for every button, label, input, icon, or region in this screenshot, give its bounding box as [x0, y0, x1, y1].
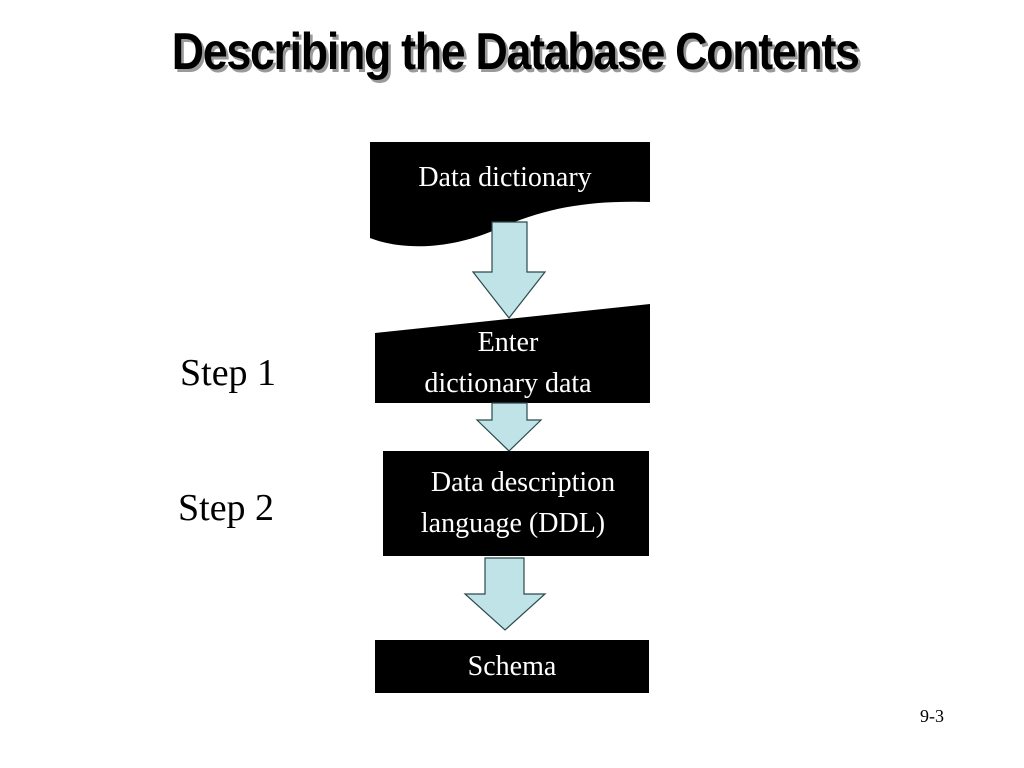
slide-number: 9-3: [920, 706, 944, 726]
process-shape: [383, 451, 649, 556]
step-2-label: Step 2: [178, 487, 275, 529]
output-label: Schema: [467, 651, 557, 682]
manual-input-line-1: Enter: [477, 327, 539, 358]
flow-arrow-2: [475, 402, 543, 452]
document-label: Data dictionary: [418, 162, 592, 193]
step-1-label: Step 1: [180, 352, 277, 394]
document-shape: [370, 142, 650, 247]
process-line-2: language (DDL): [420, 508, 606, 539]
process-line-1: Data description: [430, 467, 616, 498]
output-shape: [375, 640, 649, 693]
slide-title: Describing the Database Contents: [171, 23, 860, 81]
manual-input-line-2: dictionary data: [424, 368, 592, 399]
flow-arrow-1: [471, 221, 547, 319]
manual-input-shape: [375, 304, 650, 403]
flow-arrow-3: [463, 557, 547, 631]
